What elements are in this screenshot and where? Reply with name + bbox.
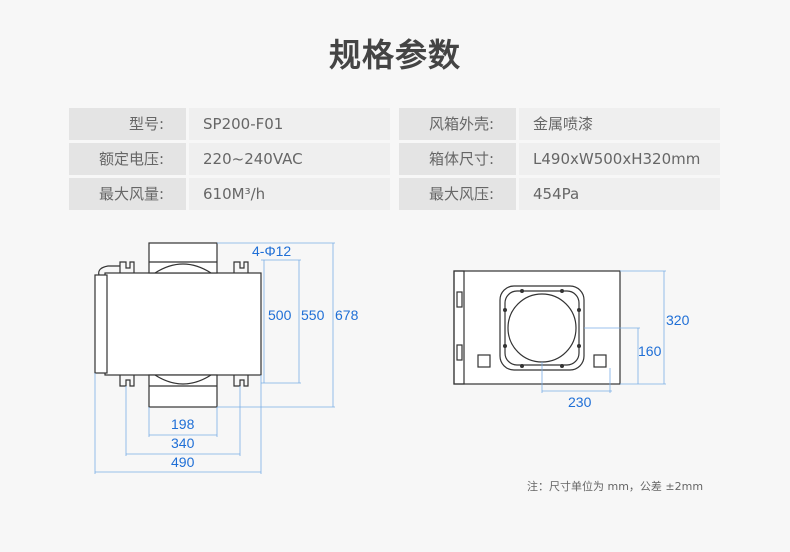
spec-label: 箱体尺寸: bbox=[399, 143, 516, 175]
dim-678: 678 bbox=[335, 307, 359, 323]
spec-row: 型号: SP200-F01 风箱外壳: 金属喷漆 bbox=[69, 108, 721, 140]
spec-label: 风箱外壳: bbox=[399, 108, 516, 140]
spec-label: 型号: bbox=[69, 108, 186, 140]
spec-label: 额定电压: bbox=[69, 143, 186, 175]
dim-198: 198 bbox=[171, 416, 195, 432]
spec-row: 最大风量: 610M³/h 最大风压: 454Pa bbox=[69, 178, 721, 210]
spec-value: SP200-F01 bbox=[189, 108, 390, 140]
dim-500: 500 bbox=[268, 307, 292, 323]
spec-label: 最大风压: bbox=[399, 178, 516, 210]
page-title: 规格参数 bbox=[328, 36, 461, 74]
dim-550: 550 bbox=[301, 307, 325, 323]
spec-row: 额定电压: 220~240VAC 箱体尺寸: L490xW500xH320mm bbox=[69, 143, 721, 175]
spec-value: 610M³/h bbox=[189, 178, 390, 210]
spec-value: 454Pa bbox=[519, 178, 720, 210]
dim-230: 230 bbox=[568, 394, 592, 410]
dim-340: 340 bbox=[171, 435, 195, 451]
spec-value: 220~240VAC bbox=[189, 143, 390, 175]
unit-note: 注：尺寸单位为 mm，公差 ±2mm bbox=[527, 480, 704, 493]
spec-value: 金属喷漆 bbox=[519, 108, 720, 140]
spec-label: 最大风量: bbox=[69, 178, 186, 210]
holes-label: 4-Φ12 bbox=[252, 243, 291, 259]
spec-value: L490xW500xH320mm bbox=[519, 143, 720, 175]
dim-320: 320 bbox=[666, 312, 690, 328]
dim-490: 490 bbox=[171, 454, 195, 470]
dim-160: 160 bbox=[638, 343, 662, 359]
